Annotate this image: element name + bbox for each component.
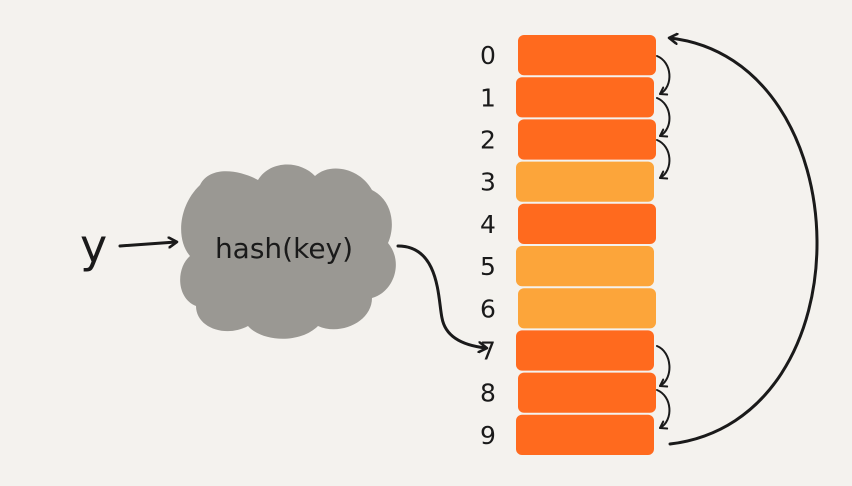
wraparound-arrow (670, 38, 819, 446)
slot-8 (518, 372, 656, 413)
probe-arrow-0-1 (656, 55, 671, 96)
slot-4 (518, 203, 656, 244)
slot-5 (516, 246, 654, 287)
key-to-hash-arrow (118, 242, 176, 246)
slot-3 (516, 161, 654, 202)
slot-index-1: 1 (480, 83, 496, 112)
slot-index-9: 9 (480, 421, 496, 450)
slot-index-0: 0 (480, 41, 496, 70)
slot-index-labels: 0 1 2 3 4 5 6 7 8 9 (480, 41, 496, 450)
slot-index-7: 7 (480, 337, 496, 366)
probe-arrow-2-3 (656, 139, 671, 180)
slot-index-4: 4 (480, 210, 496, 239)
probe-arrow-1-2 (656, 97, 671, 138)
slot-9 (516, 414, 654, 455)
probe-arrow-8-9 (656, 389, 671, 430)
hash-cloud (180, 164, 396, 339)
key-label: y (80, 219, 107, 273)
slot-0 (518, 35, 656, 76)
hash-label: hash(key) (215, 232, 353, 265)
slot-index-5: 5 (480, 252, 496, 281)
slot-index-2: 2 (480, 126, 496, 155)
slot-index-3: 3 (480, 168, 496, 197)
probe-arrow-7-8 (656, 345, 671, 388)
hash-to-slot-arrow (396, 244, 486, 348)
hash-table (516, 35, 656, 455)
slot-1 (516, 77, 654, 118)
slot-index-8: 8 (480, 379, 496, 408)
slot-2 (518, 119, 656, 160)
slot-index-6: 6 (480, 294, 496, 323)
slot-7 (516, 330, 654, 371)
slot-6 (518, 288, 656, 329)
